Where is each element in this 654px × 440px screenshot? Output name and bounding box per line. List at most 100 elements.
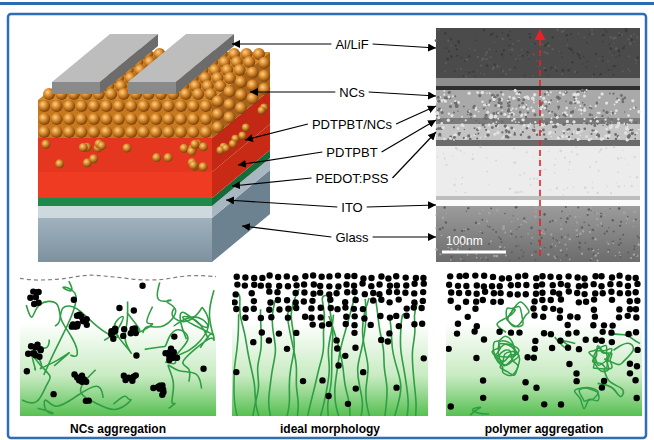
nanocrystal-dot bbox=[632, 377, 638, 383]
nanocrystal bbox=[229, 140, 237, 148]
nanocrystal-dot bbox=[598, 273, 604, 279]
sem-grain bbox=[540, 96, 542, 98]
sem-grain bbox=[509, 187, 512, 190]
sem-grain bbox=[508, 96, 510, 98]
nanocrystal-dot bbox=[386, 299, 392, 305]
sem-grain bbox=[543, 213, 546, 216]
sem-grain bbox=[593, 73, 595, 75]
sem-grain bbox=[443, 138, 446, 141]
nanocrystal-dot bbox=[598, 283, 604, 289]
sem-grain bbox=[476, 91, 479, 94]
sem-grain bbox=[531, 43, 532, 44]
sem-grain bbox=[627, 133, 629, 135]
sem-grain bbox=[469, 138, 472, 141]
sem-grain bbox=[552, 125, 555, 128]
nanocrystal-dot bbox=[548, 297, 554, 303]
nanocrystal bbox=[164, 153, 173, 162]
nanocrystal-dot bbox=[574, 314, 580, 320]
nanocrystal-dot bbox=[549, 345, 555, 351]
sem-grain bbox=[480, 213, 481, 214]
sem-grain bbox=[565, 91, 567, 93]
sem-grain bbox=[467, 92, 470, 95]
nanocrystal-dot bbox=[378, 297, 384, 303]
sem-grain bbox=[525, 106, 527, 108]
nanocrystal-dot bbox=[592, 290, 598, 296]
sem-grain bbox=[520, 54, 521, 55]
nanocrystal-dot bbox=[625, 290, 631, 296]
sem-grain bbox=[443, 99, 445, 101]
sem-grain bbox=[504, 213, 506, 215]
nanocrystal-dot bbox=[447, 273, 453, 279]
sem-grain bbox=[472, 154, 474, 156]
nanocrystal-dot bbox=[497, 283, 503, 289]
nanocrystal-dot bbox=[625, 331, 631, 337]
nanocrystal bbox=[138, 126, 150, 138]
sem-grain bbox=[600, 215, 602, 217]
sem-grain bbox=[628, 55, 630, 57]
sem-grain bbox=[478, 94, 481, 97]
sem-grain bbox=[556, 95, 559, 98]
nanocrystal-dot bbox=[420, 298, 426, 304]
sem-grain bbox=[579, 105, 581, 107]
nanocrystal-dot bbox=[351, 273, 357, 279]
sem-grain bbox=[450, 39, 452, 41]
sem-grain bbox=[486, 157, 487, 158]
nanocrystal-dot bbox=[533, 291, 539, 297]
sem-grain bbox=[487, 130, 490, 133]
sem-grain bbox=[595, 53, 597, 55]
sem-grain bbox=[441, 101, 443, 103]
nanocrystal-dot bbox=[609, 322, 615, 328]
nanocrystal-dot bbox=[421, 280, 427, 286]
nanocrystal-dot bbox=[293, 282, 299, 288]
nanocrystal bbox=[163, 113, 175, 125]
sem-grain bbox=[437, 156, 438, 157]
sem-grain bbox=[482, 210, 484, 212]
nanocrystal-dot bbox=[491, 290, 497, 296]
nanocrystal-dot bbox=[539, 273, 545, 279]
nanocrystal-dot bbox=[540, 314, 546, 320]
sem-grain bbox=[551, 118, 553, 120]
sem-grain bbox=[607, 61, 609, 63]
sem-grain bbox=[451, 45, 453, 47]
sem-grain bbox=[517, 191, 519, 193]
sem-grain bbox=[600, 137, 603, 140]
sem-grain bbox=[600, 92, 603, 95]
sem-grain bbox=[464, 138, 466, 140]
sem-grain bbox=[562, 69, 565, 72]
sem-grain bbox=[633, 253, 635, 255]
sem-grain bbox=[468, 110, 470, 112]
layer-label: PDTPBT/NCs bbox=[312, 117, 392, 132]
sem-grain bbox=[509, 31, 510, 32]
sem-grain bbox=[569, 215, 570, 216]
polymer-chain bbox=[286, 289, 299, 416]
blend-side bbox=[212, 90, 270, 172]
sem-grain bbox=[596, 218, 598, 220]
sem-grain bbox=[533, 93, 536, 96]
nanocrystal-dot bbox=[573, 329, 579, 335]
sem-grain bbox=[607, 130, 610, 133]
nanocrystal-dot bbox=[370, 290, 376, 296]
leader-arrow bbox=[232, 43, 331, 44]
scale-label: 100nm bbox=[446, 234, 483, 249]
sem-grain bbox=[587, 61, 588, 62]
sem-grain bbox=[581, 89, 584, 92]
sem-grain bbox=[554, 164, 556, 166]
sem-grain bbox=[615, 47, 618, 50]
sem-grain bbox=[571, 110, 574, 113]
nanocrystal bbox=[63, 100, 75, 112]
nanocrystal bbox=[192, 88, 204, 100]
sem-grain bbox=[574, 216, 577, 219]
nanocrystal-dot bbox=[633, 306, 639, 312]
sem-grain bbox=[566, 120, 569, 123]
sem-grain bbox=[570, 48, 573, 51]
sem-grain bbox=[560, 150, 563, 153]
sem-grain bbox=[440, 122, 443, 125]
sem-grain bbox=[606, 75, 607, 76]
sem-grain bbox=[488, 124, 491, 127]
sem-grain bbox=[556, 116, 559, 119]
sem-grain bbox=[590, 133, 592, 135]
sem-grain bbox=[438, 133, 441, 136]
nanocrystal-dot bbox=[474, 282, 480, 288]
sem-grain bbox=[616, 57, 617, 58]
sem-grain bbox=[503, 136, 505, 138]
